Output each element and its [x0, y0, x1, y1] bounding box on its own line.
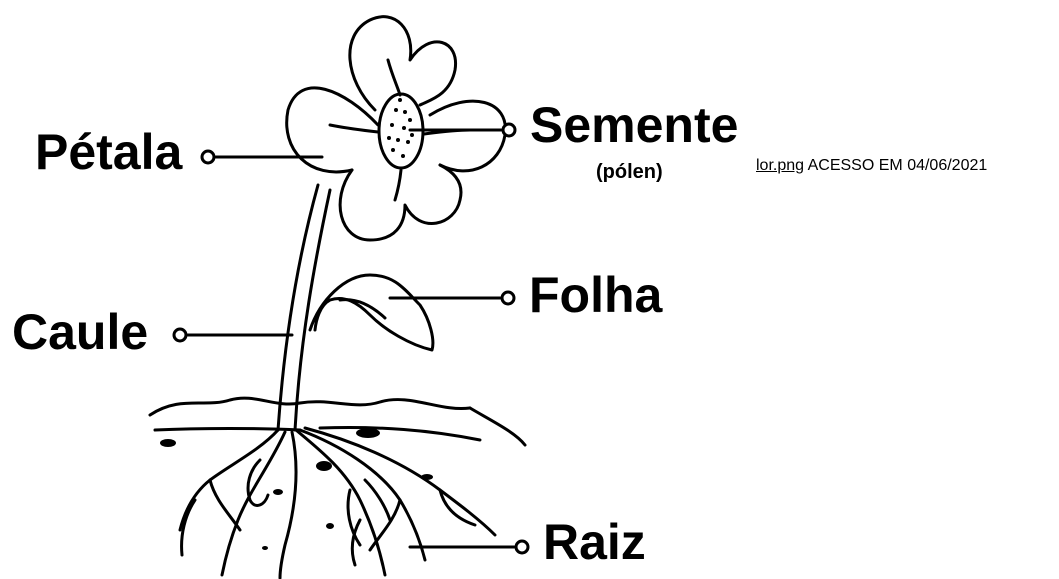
source-link[interactable]: lor.png: [756, 157, 804, 174]
label-caule: Caule: [12, 307, 148, 357]
label-semente: Semente: [530, 100, 738, 150]
roots: [180, 428, 495, 578]
petal-top: [350, 17, 456, 110]
leaf: [310, 275, 433, 350]
label-raiz: Raiz: [543, 517, 646, 567]
flower: [287, 17, 506, 240]
label-polen: (pólen): [596, 162, 663, 182]
petal-right: [430, 101, 505, 171]
source-access-text: ACESSO EM 04/06/2021: [804, 157, 987, 174]
pollen-dots: [387, 98, 414, 158]
label-folha: Folha: [529, 270, 662, 320]
label-petala: Pétala: [35, 127, 182, 177]
connector-dots: [174, 124, 528, 553]
image-source-caption: lor.png ACESSO EM 04/06/2021: [756, 158, 987, 174]
